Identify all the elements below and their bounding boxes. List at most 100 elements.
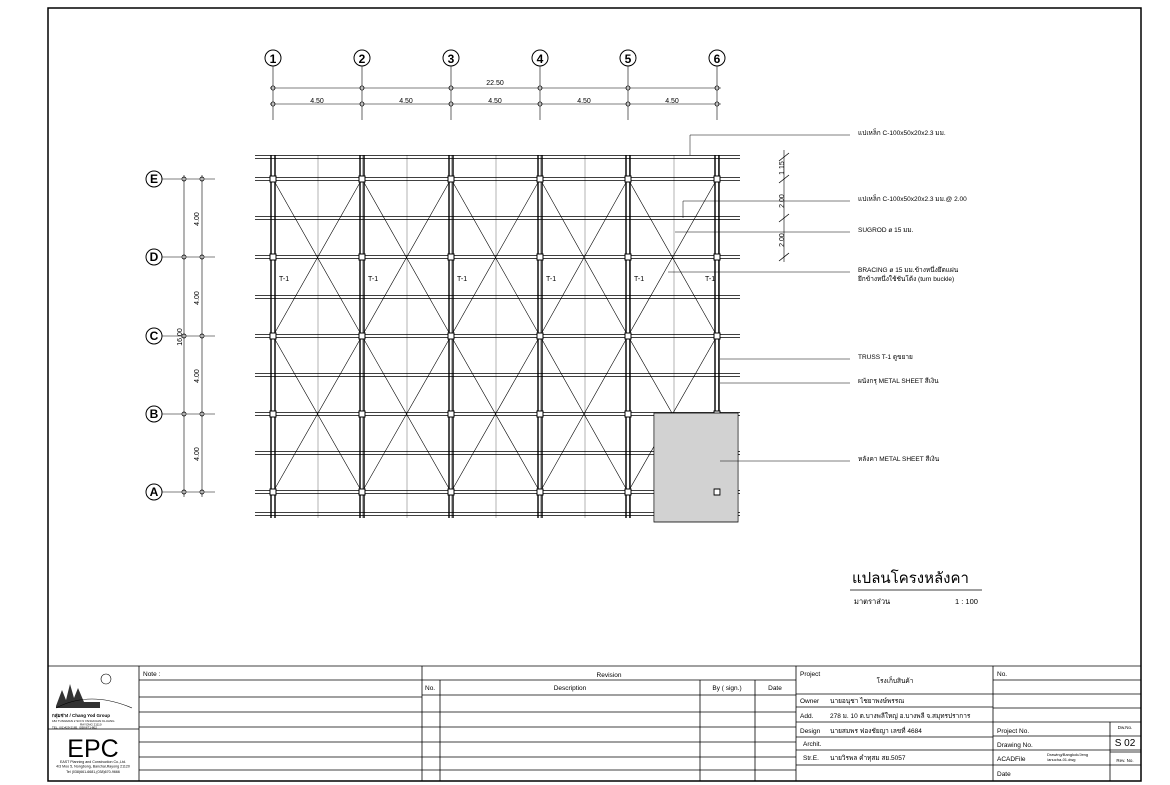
bracing-line — [272, 335, 363, 493]
column-node — [269, 410, 277, 418]
bracing-line — [450, 178, 541, 337]
roof-plan — [145, 49, 982, 591]
roof-plan-labels: 1 2 3 4 5 6 E D C B A 22.50 4.50 4.50 4.… — [150, 52, 978, 606]
dim-tick — [778, 252, 790, 262]
column-node — [536, 488, 544, 496]
column-node — [624, 410, 632, 418]
rev-by-header: By ( sign.) — [712, 685, 741, 692]
stre-value: นายวิรพล คำทุสม สย.5057 — [830, 754, 906, 762]
dim-depth-3: 4.00 — [194, 369, 201, 383]
column-node — [269, 175, 277, 183]
truss-label: T-1 — [546, 276, 556, 283]
sheet-border — [47, 7, 1142, 782]
scale-value: 1 : 100 — [955, 597, 978, 606]
rev-no-label: Rev. No. — [1116, 758, 1133, 763]
dim-depth-2: 4.00 — [194, 291, 201, 305]
truss-label: T-1 — [279, 276, 289, 283]
logo-line-1: กลุ่มช่าง / Chang Yod Group — [52, 713, 110, 719]
project-value: โรงเก็บสินค้า — [877, 676, 914, 685]
dim-bay-4: 4.50 — [577, 98, 591, 105]
column-node — [358, 488, 366, 496]
rev-date-header: Date — [768, 685, 782, 692]
dim-tick — [778, 213, 790, 223]
acad-file-path-2: /anucha-01.dwg — [1047, 757, 1075, 762]
title-block — [48, 665, 1141, 781]
bracing-line — [539, 335, 629, 493]
grid-bubble-B: B — [150, 407, 159, 421]
truss-label: T-1 — [634, 276, 644, 283]
column-node — [269, 332, 277, 340]
note-bracing-2: ยึกข้างหนึ่งใช้ชันโต้ง (turn buckle) — [858, 274, 954, 283]
sun-icon — [100, 673, 112, 685]
dwg-no-value: S 02 — [1115, 738, 1136, 749]
archit-label: Archit. — [803, 741, 822, 748]
column-node — [713, 332, 721, 340]
column-node — [358, 332, 366, 340]
note-roof-sheet: หลังคา METAL SHEET สีเงิน — [858, 455, 940, 463]
column-node — [447, 488, 455, 496]
grid-bubble-3: 3 — [448, 52, 455, 66]
address-label: Add. — [800, 713, 814, 720]
dim-tick — [778, 174, 790, 184]
bracing-line — [361, 335, 452, 493]
grid-bubble-E: E — [150, 172, 158, 186]
dim-total-depth: 16.00 — [177, 328, 184, 346]
column-node — [447, 332, 455, 340]
grid-bubble-4: 4 — [537, 52, 544, 66]
truss-label: T-1 — [705, 276, 715, 283]
grid-bubble-A: A — [150, 485, 159, 499]
column-node — [447, 175, 455, 183]
column-node — [536, 175, 544, 183]
address-value: 278 ม. 10 ต.บางพลีใหญ่ อ.บางพลี จ.สมุทรป… — [830, 712, 971, 720]
column-node — [536, 253, 544, 261]
project-no-label: Project No. — [997, 728, 1029, 735]
no-label: No. — [997, 671, 1007, 678]
column-node — [713, 175, 721, 183]
revision-label: Revision — [597, 672, 622, 679]
owner-value: นายอนุชา ไชยาพงษ์พรรณ — [830, 697, 904, 705]
column-node — [713, 488, 721, 496]
rev-no-header: No. — [425, 685, 435, 692]
dwg-no-label: Dw.No. — [1118, 725, 1133, 730]
note-sagrod: SUGROD ø 15 มม. — [858, 227, 914, 234]
grid-bubble-C: C — [150, 329, 159, 343]
design-label: Design — [800, 728, 821, 735]
note-purlin-spacing: แปเหล็ก C-100x50x20x2.3 มม.@ 2.00 — [858, 194, 967, 203]
acad-file-label: ACADFile — [997, 756, 1026, 763]
dim-depth-4: 4.00 — [194, 447, 201, 461]
owner-label: Owner — [800, 698, 820, 705]
column-node — [536, 410, 544, 418]
rev-description-header: Description — [554, 685, 587, 692]
note-purlin: แปเหล็ก C-100x50x20x2.3 มม. — [858, 128, 946, 137]
scale-label: มาตราส่วน — [854, 597, 890, 606]
stre-label: Str.E. — [803, 755, 819, 762]
dim-total-width: 22.50 — [486, 80, 504, 87]
grid-bubble-6: 6 — [714, 52, 721, 66]
column-node — [624, 332, 632, 340]
note-truss: TRUSS T-1 ดูขยาย — [858, 354, 913, 361]
company-logo: EPC — [67, 735, 118, 763]
bracing-line — [539, 178, 629, 337]
column-node — [269, 253, 277, 261]
grid-bubble-2: 2 — [359, 52, 366, 66]
dim-right-2: 2.00 — [779, 194, 786, 208]
bracing-line — [272, 178, 363, 337]
dim-right-3: 2.00 — [779, 233, 786, 247]
column-node — [536, 332, 544, 340]
dim-bay-1: 4.50 — [310, 98, 324, 105]
temple-logo — [56, 684, 100, 708]
column-node — [447, 410, 455, 418]
grid-bubble-1: 1 — [270, 52, 277, 66]
column-node — [358, 175, 366, 183]
logo-line-3: RAYONG 21110 — [80, 723, 102, 727]
dim-right-1: 1.15 — [779, 161, 786, 175]
grid-bubble-5: 5 — [625, 52, 632, 66]
acad-file-path-1: Drawing/Bangkok/Jeng — [1047, 752, 1088, 757]
hill-icon — [55, 698, 133, 709]
title-block-logo: กลุ่มช่าง / Chang Yod Group 182 TUNGMAN … — [52, 673, 133, 774]
project-label: Project — [800, 671, 820, 678]
logo-line-2: 182 TUNGMAN 2 SOI 9 YANGKUAN KLUANG — [52, 719, 115, 723]
design-value: นายสมพร ฟองชัยญา เลขที่ 4684 — [830, 726, 922, 735]
column-node — [713, 253, 721, 261]
